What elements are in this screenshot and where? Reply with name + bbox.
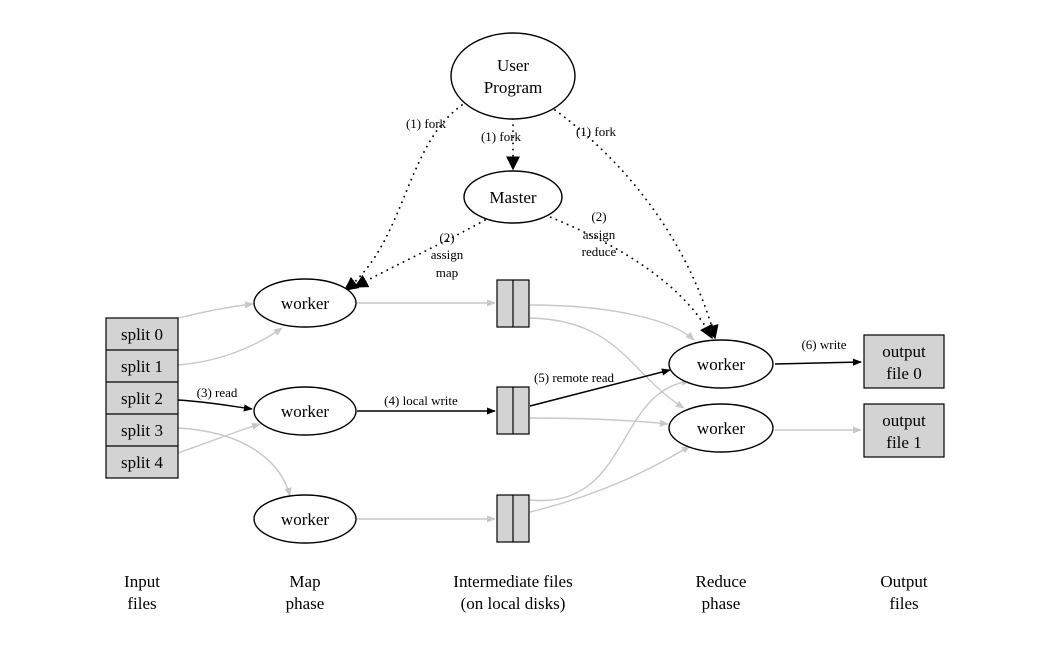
caption-reduce-line2: phase [702, 594, 741, 613]
label-remote-read: (5) remote read [534, 370, 615, 385]
label-assign-reduce-line3: reduce [582, 244, 617, 259]
label-assign-map-line2: assign [431, 247, 464, 262]
caption-intermediate-line1: Intermediate files [453, 572, 572, 591]
edge-fork-to-reduce-worker [554, 109, 719, 340]
edge-labels: (1) fork (1) fork (1) fork (2) assign ma… [197, 116, 847, 408]
edge-split1-to-map-worker-1 [177, 327, 283, 366]
dotted-edges [343, 104, 719, 340]
split-0-label: split 0 [121, 325, 163, 344]
split-4-label: split 4 [121, 453, 164, 472]
intermediate-file-1 [496, 279, 530, 328]
caption-reduce-line1: Reduce [696, 572, 747, 591]
reduce-worker-2: worker [668, 403, 774, 453]
split-2-label: split 2 [121, 389, 163, 408]
label-assign-reduce-line1: (2) [591, 209, 606, 224]
output-file-1: output file 1 [863, 403, 945, 458]
map-worker-3-label: worker [281, 510, 329, 529]
user-program-label-line2: Program [484, 78, 543, 97]
label-write: (6) write [801, 337, 846, 352]
gray-edges [177, 299, 862, 523]
caption-map-line1: Map [289, 572, 320, 591]
label-read: (3) read [197, 385, 238, 400]
output-file-0-line2: file 0 [886, 364, 921, 383]
edge-file-1-to-reduce-worker-1 [529, 304, 695, 341]
edge-split3-to-map-worker-3 [177, 427, 292, 497]
map-worker-3: worker [253, 494, 357, 544]
caption-input-line2: files [127, 594, 156, 613]
user-program-label-line1: User [497, 56, 529, 75]
caption-output-line1: Output [880, 572, 928, 591]
output-file-1-line2: file 1 [886, 433, 921, 452]
intermediate-file-3 [496, 494, 530, 543]
edge-split0-to-map-worker-1 [177, 301, 254, 319]
caption-intermediate-line2: (on local disks) [461, 594, 566, 613]
edge-reduce-worker-1-write-output-0 [774, 358, 862, 366]
reduce-worker-2-label: worker [697, 419, 745, 438]
master-node: Master [463, 170, 563, 224]
input-splits: split 0 split 1 split 2 split 3 split 4 [105, 317, 179, 479]
label-fork-left: (1) fork [406, 116, 447, 131]
caption-map-line2: phase [286, 594, 325, 613]
caption-output-line2: files [889, 594, 918, 613]
map-worker-2-label: worker [281, 402, 329, 421]
label-assign-map-line1: (2) [439, 230, 454, 245]
reduce-worker-1: worker [668, 339, 774, 389]
map-worker-2: worker [253, 386, 357, 436]
edge-assign-map [353, 219, 486, 288]
caption-input-line1: Input [124, 572, 160, 591]
edge-file-1-to-reduce-worker-2 [529, 317, 685, 409]
label-fork-right: (1) fork [576, 124, 617, 139]
split-1-label: split 1 [121, 357, 163, 376]
edge-file-3-to-reduce-worker-2 [529, 445, 691, 513]
edge-file-3-to-reduce-worker-1 [529, 378, 691, 502]
column-captions: Input files Map phase Intermediate files… [124, 572, 928, 613]
label-assign-map-line3: map [436, 265, 458, 280]
edge-remote-read-to-reduce-worker-1 [529, 368, 671, 407]
output-file-1-line1: output [882, 411, 926, 430]
user-program-node: User Program [450, 32, 576, 120]
reduce-worker-1-label: worker [697, 355, 745, 374]
map-worker-1-label: worker [281, 294, 329, 313]
edge-file-2-to-reduce-worker-2 [529, 417, 669, 427]
output-file-0: output file 0 [863, 334, 945, 389]
edge-assign-reduce [544, 214, 713, 340]
label-assign-reduce-line2: assign [583, 227, 616, 242]
output-file-0-line1: output [882, 342, 926, 361]
edge-split4-to-map-worker-2 [177, 422, 261, 454]
label-fork-center: (1) fork [481, 129, 522, 144]
intermediate-file-2 [496, 386, 530, 435]
split-3-label: split 3 [121, 421, 163, 440]
black-edges [177, 358, 862, 415]
map-worker-1: worker [253, 278, 357, 328]
edge-split2-read-to-map-worker-2 [177, 399, 253, 412]
master-label: Master [489, 188, 537, 207]
label-local-write: (4) local write [384, 393, 458, 408]
